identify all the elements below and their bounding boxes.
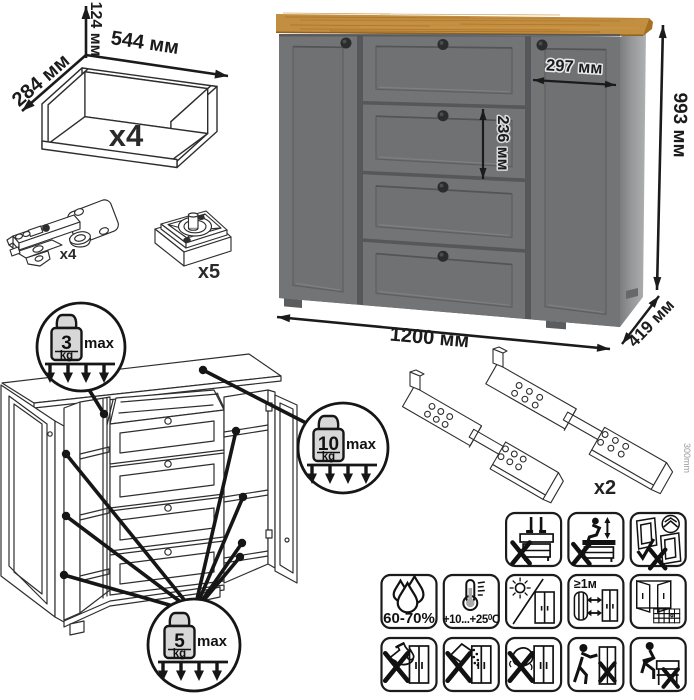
svg-text:kg: kg (60, 350, 73, 362)
svg-text:x5: x5 (198, 261, 220, 283)
svg-text:x2: x2 (594, 477, 616, 499)
svg-text:124 мм: 124 мм (87, 2, 104, 57)
svg-text:300mm: 300mm (682, 443, 692, 473)
svg-text:3: 3 (61, 333, 72, 354)
svg-text:kg: kg (173, 648, 186, 660)
svg-text:297 мм: 297 мм (546, 56, 603, 77)
svg-text:60-70%: 60-70% (383, 610, 435, 627)
svg-text:236 мм: 236 мм (494, 116, 511, 171)
svg-text:5: 5 (174, 631, 185, 652)
svg-text:x4: x4 (60, 246, 77, 263)
svg-text:≥1м: ≥1м (574, 577, 597, 591)
svg-text:max: max (197, 633, 228, 650)
svg-text:+10...+250C: +10...+250C (443, 613, 500, 626)
svg-text:max: max (346, 436, 377, 453)
svg-text:993 мм: 993 мм (669, 92, 691, 157)
svg-text:kg: kg (322, 451, 335, 463)
svg-text:21: 21 (669, 614, 675, 619)
svg-text:x4: x4 (109, 118, 144, 153)
svg-text:10: 10 (318, 434, 339, 455)
svg-text:max: max (84, 335, 115, 352)
